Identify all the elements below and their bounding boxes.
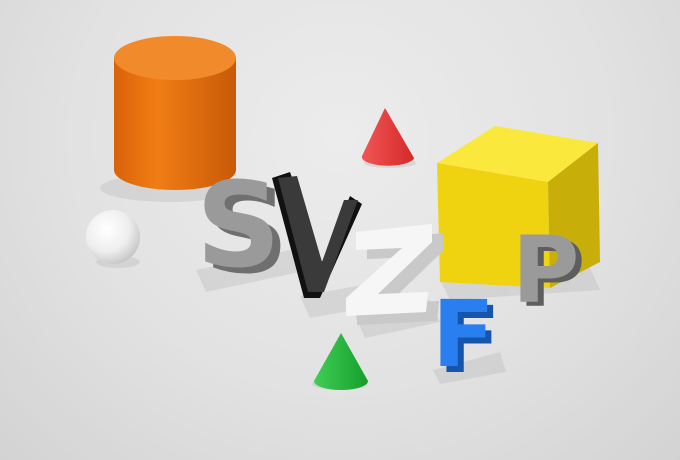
- svg-text:P: P: [518, 221, 585, 328]
- red-cone: [361, 108, 414, 166]
- green-cone: [314, 333, 368, 390]
- svg-text:P: P: [512, 217, 579, 324]
- white-sphere: [86, 210, 140, 264]
- letter-s: S S: [196, 156, 289, 300]
- orange-cylinder: [114, 36, 236, 190]
- letter-z: [346, 224, 443, 325]
- letter-v: [272, 172, 362, 298]
- yellow-cube: [437, 126, 600, 288]
- letter-p: P P: [512, 217, 585, 328]
- svg-text:F: F: [438, 287, 501, 394]
- letter-f: F F: [432, 281, 501, 394]
- svg-text:F: F: [432, 281, 495, 388]
- svg-text:S: S: [196, 156, 281, 294]
